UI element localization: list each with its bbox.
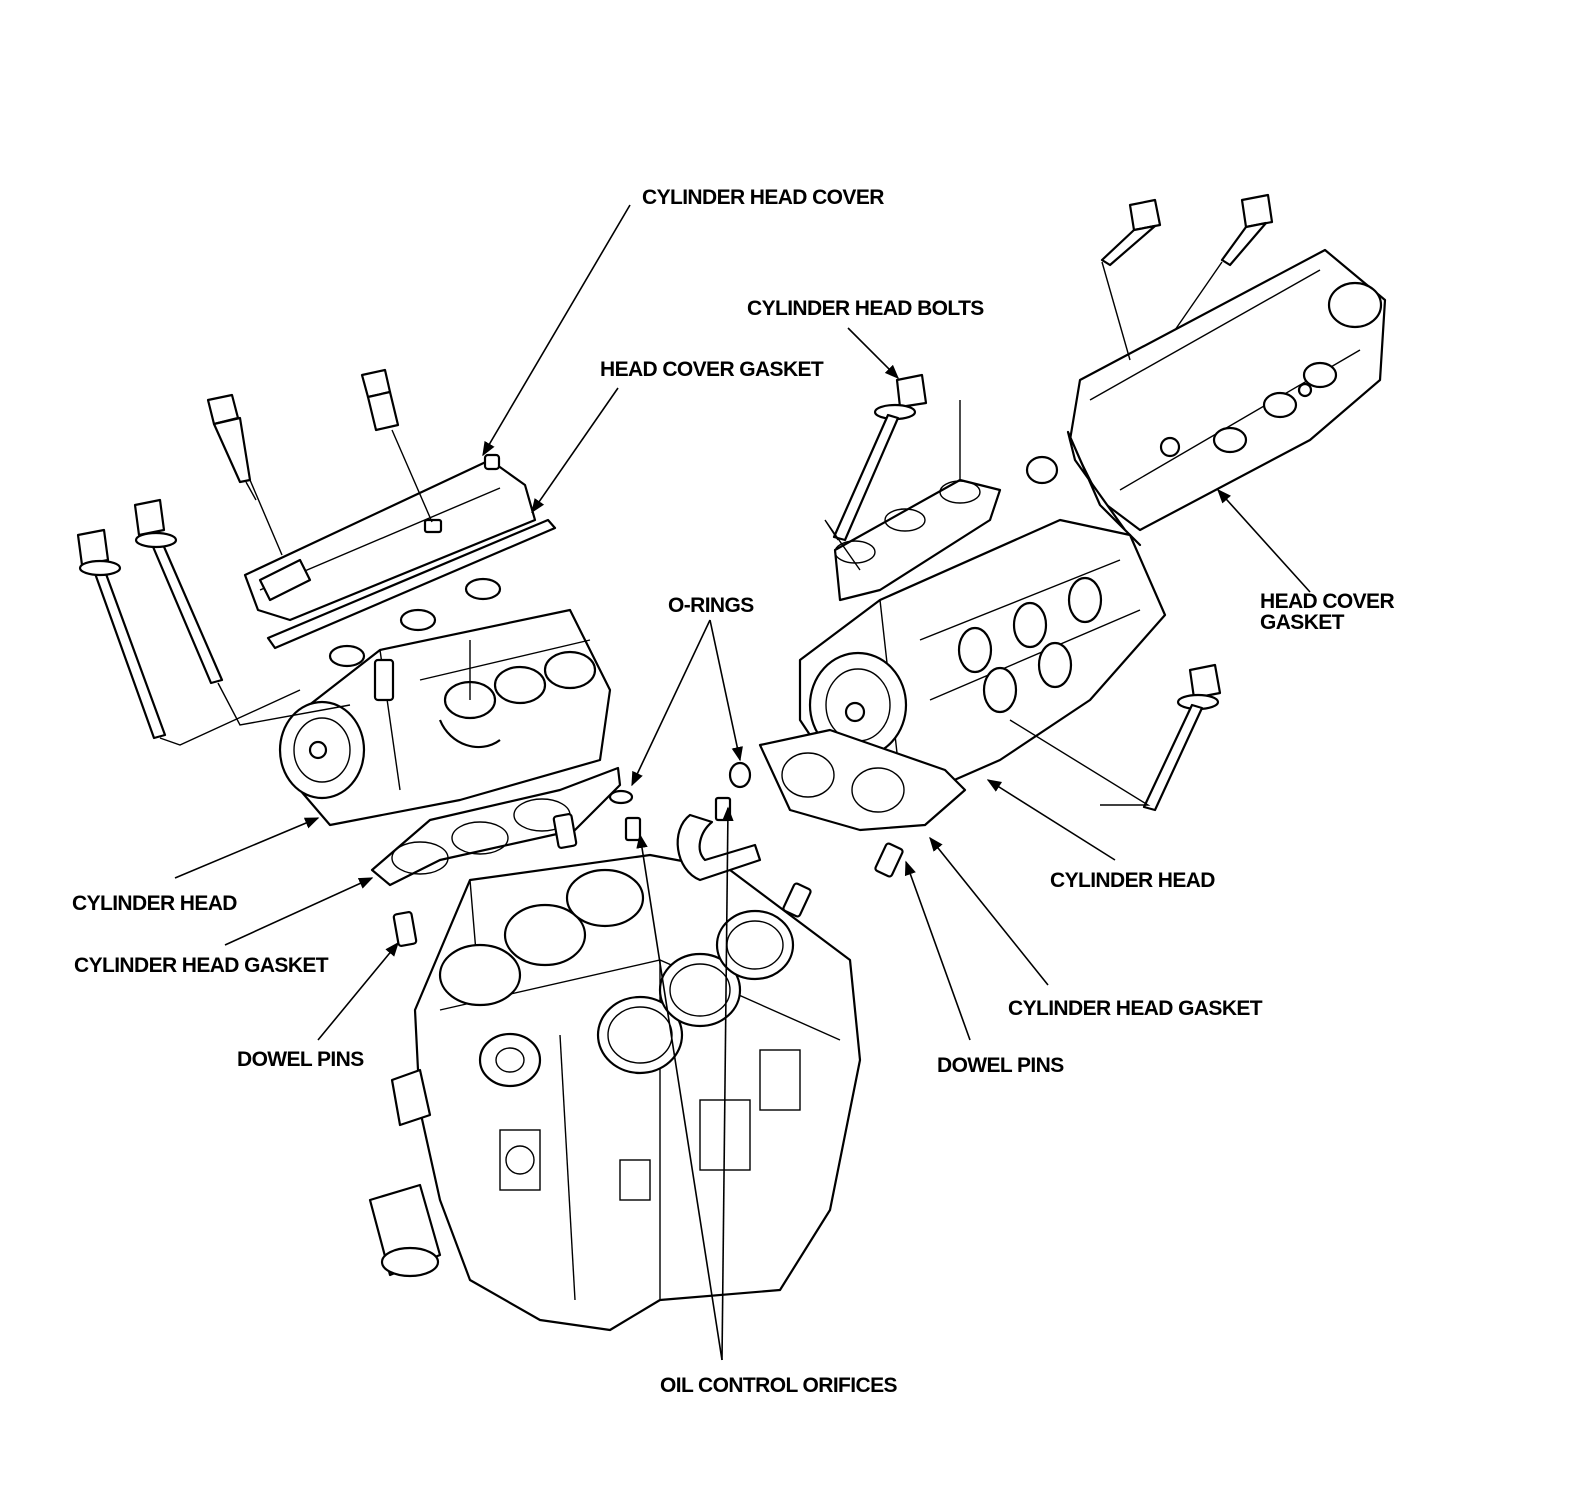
label-cylinder-head-gasket-left: CYLINDER HEAD GASKET [74,954,329,977]
left-head-bolts [76,498,351,746]
right-head-gasket [758,728,967,832]
label-dowel-pins-left: DOWEL PINS [237,1048,364,1071]
label-head-cover-gasket-right-1: HEAD COVER [1260,590,1395,613]
label-dowel-pins-right: DOWEL PINS [937,1054,1064,1077]
left-head-cover-gasket [266,518,557,650]
leader-lines [174,204,1311,1361]
right-head-cover-gasket [1066,430,1142,547]
label-o-rings: O-RINGS [668,594,754,617]
label-cylinder-head-bolts: CYLINDER HEAD BOLTS [747,297,984,320]
left-cylinder-head [278,608,612,827]
label-cylinder-head-right: CYLINDER HEAD [1050,869,1215,892]
engine-block [368,813,862,1332]
label-cylinder-head-gasket-right: CYLINDER HEAD GASKET [1008,997,1263,1020]
label-cylinder-head-left: CYLINDER HEAD [72,892,237,915]
label-cylinder-head-cover: CYLINDER HEAD COVER [642,186,884,209]
label-head-cover-gasket-right-2: GASKET [1260,611,1345,634]
label-oil-control-orifices: OIL CONTROL ORIFICES [660,1374,898,1397]
left-head-cover [243,453,557,668]
left-cover-bolts [206,368,433,556]
right-head-cover [1025,193,1387,547]
right-cylinder-head [798,400,1167,797]
right-head-bolts [824,373,1222,812]
label-head-cover-gasket-left: HEAD COVER GASKET [600,358,824,381]
